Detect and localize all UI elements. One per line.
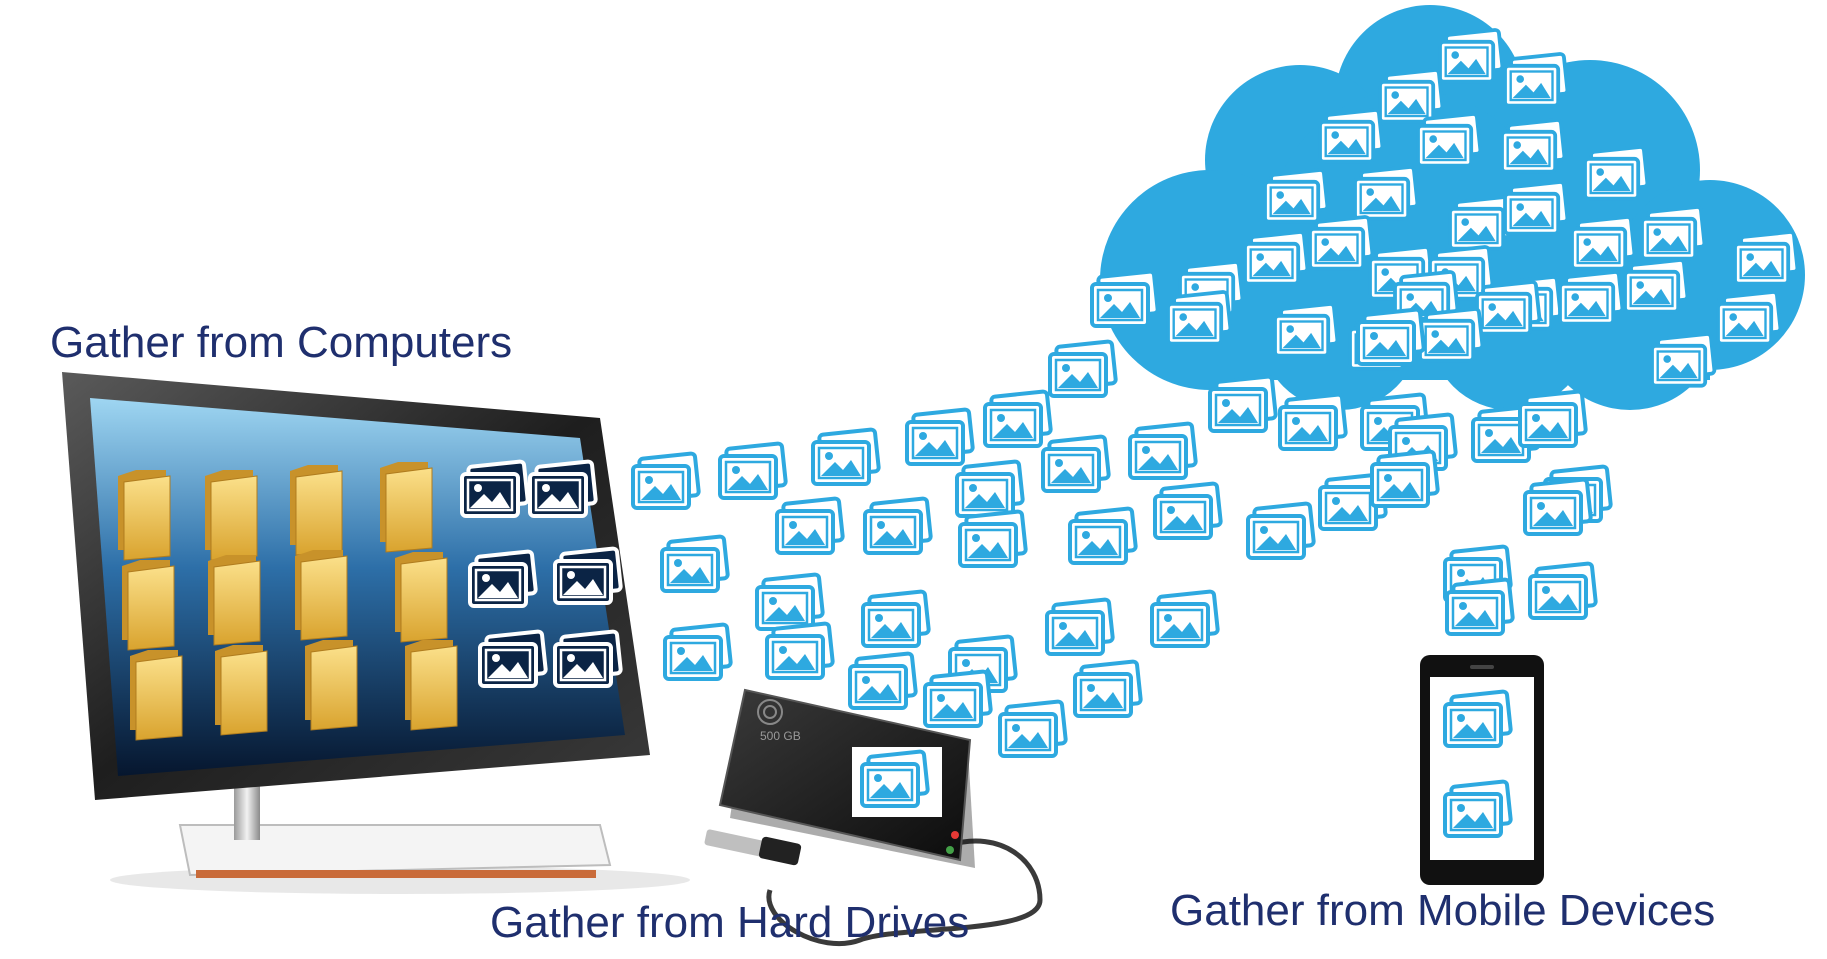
photo-stack-icon — [905, 407, 975, 466]
folder-icon — [130, 650, 183, 741]
photo-stack-icon — [1650, 332, 1717, 388]
photo-stack-icon — [1370, 449, 1440, 508]
photo-stack-icon — [1570, 215, 1637, 271]
folder-icon — [295, 550, 348, 641]
folder-icon — [122, 560, 175, 651]
photo-stack-icon — [1416, 112, 1483, 168]
photo-stack-icon — [998, 699, 1068, 758]
photo-stack-icon — [1068, 506, 1138, 565]
label-gather-hard-drives: Gather from Hard Drives — [490, 898, 970, 947]
photo-stack-icon — [1378, 68, 1445, 124]
photo-stack-icon — [468, 549, 538, 608]
photo-stack-icon — [1528, 561, 1598, 620]
folder-icon — [118, 470, 171, 561]
folder-icon — [290, 465, 343, 556]
photo-stack-icon — [1623, 258, 1690, 314]
photo-stack-icon — [1475, 280, 1542, 336]
photo-stack-icon — [983, 389, 1053, 448]
photo-stack-icon — [1318, 108, 1385, 164]
photo-stack-icon — [1418, 307, 1485, 363]
photo-stack-icon — [1048, 339, 1118, 398]
photo-stack-icon — [848, 651, 918, 710]
photo-stack-icon — [1500, 118, 1567, 174]
folder-icon — [208, 555, 261, 646]
folder-grid — [118, 462, 458, 741]
photo-stack-icon — [1356, 307, 1426, 366]
photo-stack-icon — [775, 496, 845, 555]
photo-stack-icon — [1443, 779, 1513, 838]
photo-stack-icon — [1243, 230, 1310, 286]
photo-stack-icon — [660, 534, 730, 593]
photo-stack-icon — [1503, 52, 1570, 108]
photo-stack-icon — [460, 459, 530, 518]
photo-stack-icon — [958, 509, 1028, 568]
photo-stack-icon — [1153, 481, 1223, 540]
folder-icon — [380, 462, 433, 553]
photo-stack-icon — [553, 629, 623, 688]
photo-stack-icon — [528, 459, 598, 518]
photo-stack-icon — [1445, 577, 1515, 636]
photo-stack-icon — [1518, 389, 1588, 448]
photo-stack-icon — [1150, 589, 1220, 648]
photo-stack-icon — [1438, 28, 1505, 84]
photo-stack-icon — [478, 629, 548, 688]
folder-icon — [395, 552, 448, 643]
photo-stack-icon — [663, 622, 733, 681]
drive-capacity-label: 500 GB — [760, 729, 801, 743]
photo-stack-icon — [631, 451, 701, 510]
photo-stack-icon — [1090, 269, 1160, 328]
folder-icon — [305, 640, 358, 731]
photo-stack-icon — [553, 546, 623, 605]
folder-icon — [405, 640, 458, 731]
photo-stack-icon — [1640, 205, 1707, 261]
photo-stack-icon — [1045, 597, 1115, 656]
photo-stack-icon — [1278, 392, 1348, 451]
photo-stack-icon — [718, 441, 788, 500]
photo-stack-icon — [1353, 165, 1420, 221]
photo-stack-icon — [863, 496, 933, 555]
photo-stack-icon — [1246, 501, 1316, 560]
photo-stack-icon — [861, 589, 931, 648]
photo-stack-icon — [1263, 168, 1330, 224]
photo-stack-layer — [460, 28, 1800, 838]
photo-stack-icon — [765, 621, 835, 680]
photo-stack-icon — [1523, 477, 1593, 536]
photo-stack-icon — [1041, 434, 1111, 493]
photo-stack-icon — [1443, 689, 1513, 748]
photo-stack-icon — [1733, 230, 1800, 286]
label-gather-mobile-devices: Gather from Mobile Devices — [1170, 886, 1716, 935]
photo-stack-icon — [1166, 290, 1233, 346]
photo-stack-icon — [860, 749, 930, 808]
photo-stack-icon — [1558, 270, 1625, 326]
label-gather-computers: Gather from Computers — [50, 318, 513, 367]
mobile-phone — [1420, 655, 1544, 885]
photo-stack-icon — [1128, 421, 1198, 480]
folder-icon — [205, 470, 258, 561]
photo-stack-icon — [1208, 374, 1278, 433]
photo-stack-icon — [755, 572, 825, 631]
photo-stack-icon — [1273, 302, 1340, 358]
photo-stack-icon — [923, 669, 993, 728]
photo-stack-icon — [1308, 215, 1375, 271]
photo-stack-icon — [1073, 659, 1143, 718]
photo-stack-icon — [1503, 180, 1570, 236]
photo-stack-icon — [955, 459, 1025, 518]
folder-icon — [215, 645, 268, 736]
photo-stack-icon — [1716, 290, 1783, 346]
photo-stack-icon — [811, 427, 881, 486]
photo-stack-icon — [1583, 145, 1650, 201]
